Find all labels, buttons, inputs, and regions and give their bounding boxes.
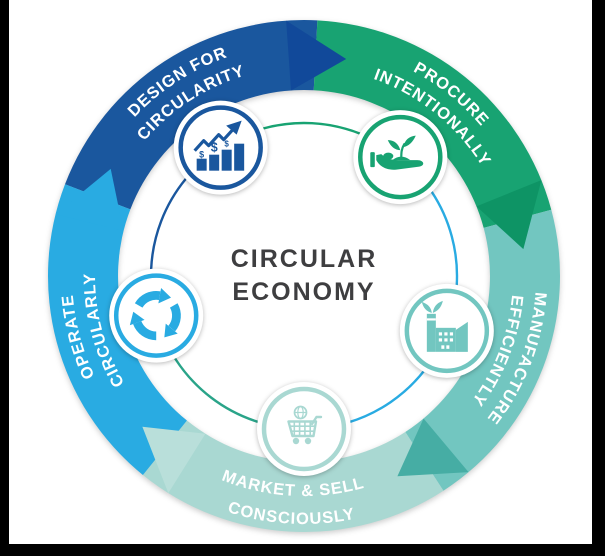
frame-bottom: [0, 544, 605, 556]
segment-operate-arrow: [55, 168, 124, 231]
diagram-title-line2: ECONOMY: [232, 278, 375, 306]
bar-chart-growth-icon: $ $ $: [193, 120, 245, 171]
segment-procure-arrow: [476, 180, 542, 250]
segment-market-band: [142, 420, 444, 533]
recycle-arrow-head: [158, 287, 172, 304]
frame-left: [0, 0, 9, 556]
bar-3: [234, 143, 245, 171]
hand-palm: [376, 154, 424, 170]
chimney-leaf-left: [421, 301, 432, 313]
cart-wheel-right: [304, 437, 312, 445]
bar-0: [196, 158, 207, 171]
icon-color-ring: [261, 386, 347, 472]
growth-arrow-head: [226, 120, 242, 135]
factory-door-0: [441, 345, 445, 349]
chimney-leaf-right: [432, 300, 443, 313]
cart-wheel-left: [292, 437, 300, 445]
stage-icon-manufacture: [399, 283, 494, 378]
chimney: [426, 313, 436, 352]
dollar-sign-0: $: [199, 150, 204, 160]
segment-design-arrow: [286, 20, 347, 91]
cart-globe-icon: [287, 405, 323, 445]
segment-market-arrow: [142, 426, 206, 494]
stage-icon-operate: [109, 268, 204, 363]
stage-icon-procure: [353, 110, 448, 205]
recycle-arc: [168, 303, 181, 332]
factory-door-1: [446, 345, 450, 349]
stage-icon-design: $ $ $: [173, 100, 268, 195]
recycle-arc: [133, 320, 157, 341]
factory-window-3: [438, 338, 443, 342]
recycle-arc: [134, 290, 161, 308]
recycle-arm-0: [134, 287, 172, 308]
globe-meridian: [297, 405, 304, 420]
recycle-arrows: [129, 287, 181, 341]
recycle-arrow-head: [129, 311, 145, 326]
bar-2: [221, 149, 232, 171]
bar-1: [209, 154, 220, 171]
recycle-arm-2: [129, 311, 157, 341]
factory-window-2: [449, 332, 454, 336]
eco-factory-icon: [421, 300, 468, 352]
recycle-arm-1: [164, 303, 181, 338]
factory-window-5: [449, 338, 454, 342]
recycle-icon: [129, 287, 181, 341]
stage-icon-market: [257, 382, 351, 476]
dollar-sign-1: $: [211, 141, 218, 155]
diagram-title-line1: CIRCULAR: [231, 245, 378, 273]
hand-thumb: [383, 152, 394, 160]
plant-stem: [400, 143, 406, 160]
frame-right: [592, 0, 605, 556]
recycle-arrow-head: [164, 323, 178, 338]
growth-arrow-line: [193, 127, 235, 152]
factory-window-4: [444, 338, 448, 342]
leaf-right: [403, 135, 416, 148]
factory-window-1: [444, 332, 448, 336]
factory-roof-slope: [455, 321, 468, 352]
globe-icon: [293, 405, 308, 420]
segment-manufacture-arrow: [397, 418, 469, 477]
hand-cuff: [370, 152, 375, 168]
factory-window-0: [438, 332, 443, 336]
icon-color-ring: [178, 105, 263, 190]
icon-color-ring: [113, 273, 199, 358]
hand-plant-icon: [370, 135, 424, 170]
chimney-band: [426, 318, 436, 321]
dollar-sign-2: $: [224, 140, 229, 149]
leaf-left: [387, 140, 401, 151]
